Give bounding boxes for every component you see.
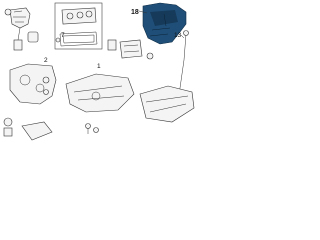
valve-cover-group-box <box>54 2 103 50</box>
pump-gasket[interactable] <box>107 39 117 51</box>
cover-bolt-small[interactable] <box>55 37 61 43</box>
callout-1: 1 <box>97 63 101 70</box>
intake-manifold[interactable] <box>142 2 187 45</box>
oil-pan-gasket[interactable] <box>21 121 53 141</box>
callout-13: 13 <box>174 32 182 39</box>
oil-pump-cover[interactable] <box>119 39 143 59</box>
seal[interactable] <box>42 76 50 95</box>
oil-pan-bolt-2[interactable] <box>93 127 99 133</box>
parts-diagram: 7 2 1 18 13 <box>0 0 200 147</box>
filter-cap[interactable] <box>27 31 39 43</box>
valve-cover-gasket[interactable] <box>59 31 98 47</box>
callout-7: 7 <box>61 32 65 39</box>
upper-oil-pan[interactable] <box>65 73 135 113</box>
oil-filter-bolt[interactable] <box>13 27 23 51</box>
oil-filter-housing[interactable] <box>4 7 31 29</box>
callout-18: 18 <box>131 9 139 16</box>
callout-2: 2 <box>44 57 48 64</box>
sensor[interactable] <box>146 52 154 60</box>
lower-oil-pan[interactable] <box>139 85 195 123</box>
timing-cover[interactable] <box>9 63 57 105</box>
valve-cover[interactable] <box>61 7 97 25</box>
drain-plug[interactable] <box>3 117 13 137</box>
oil-pan-bolt[interactable] <box>85 123 91 135</box>
